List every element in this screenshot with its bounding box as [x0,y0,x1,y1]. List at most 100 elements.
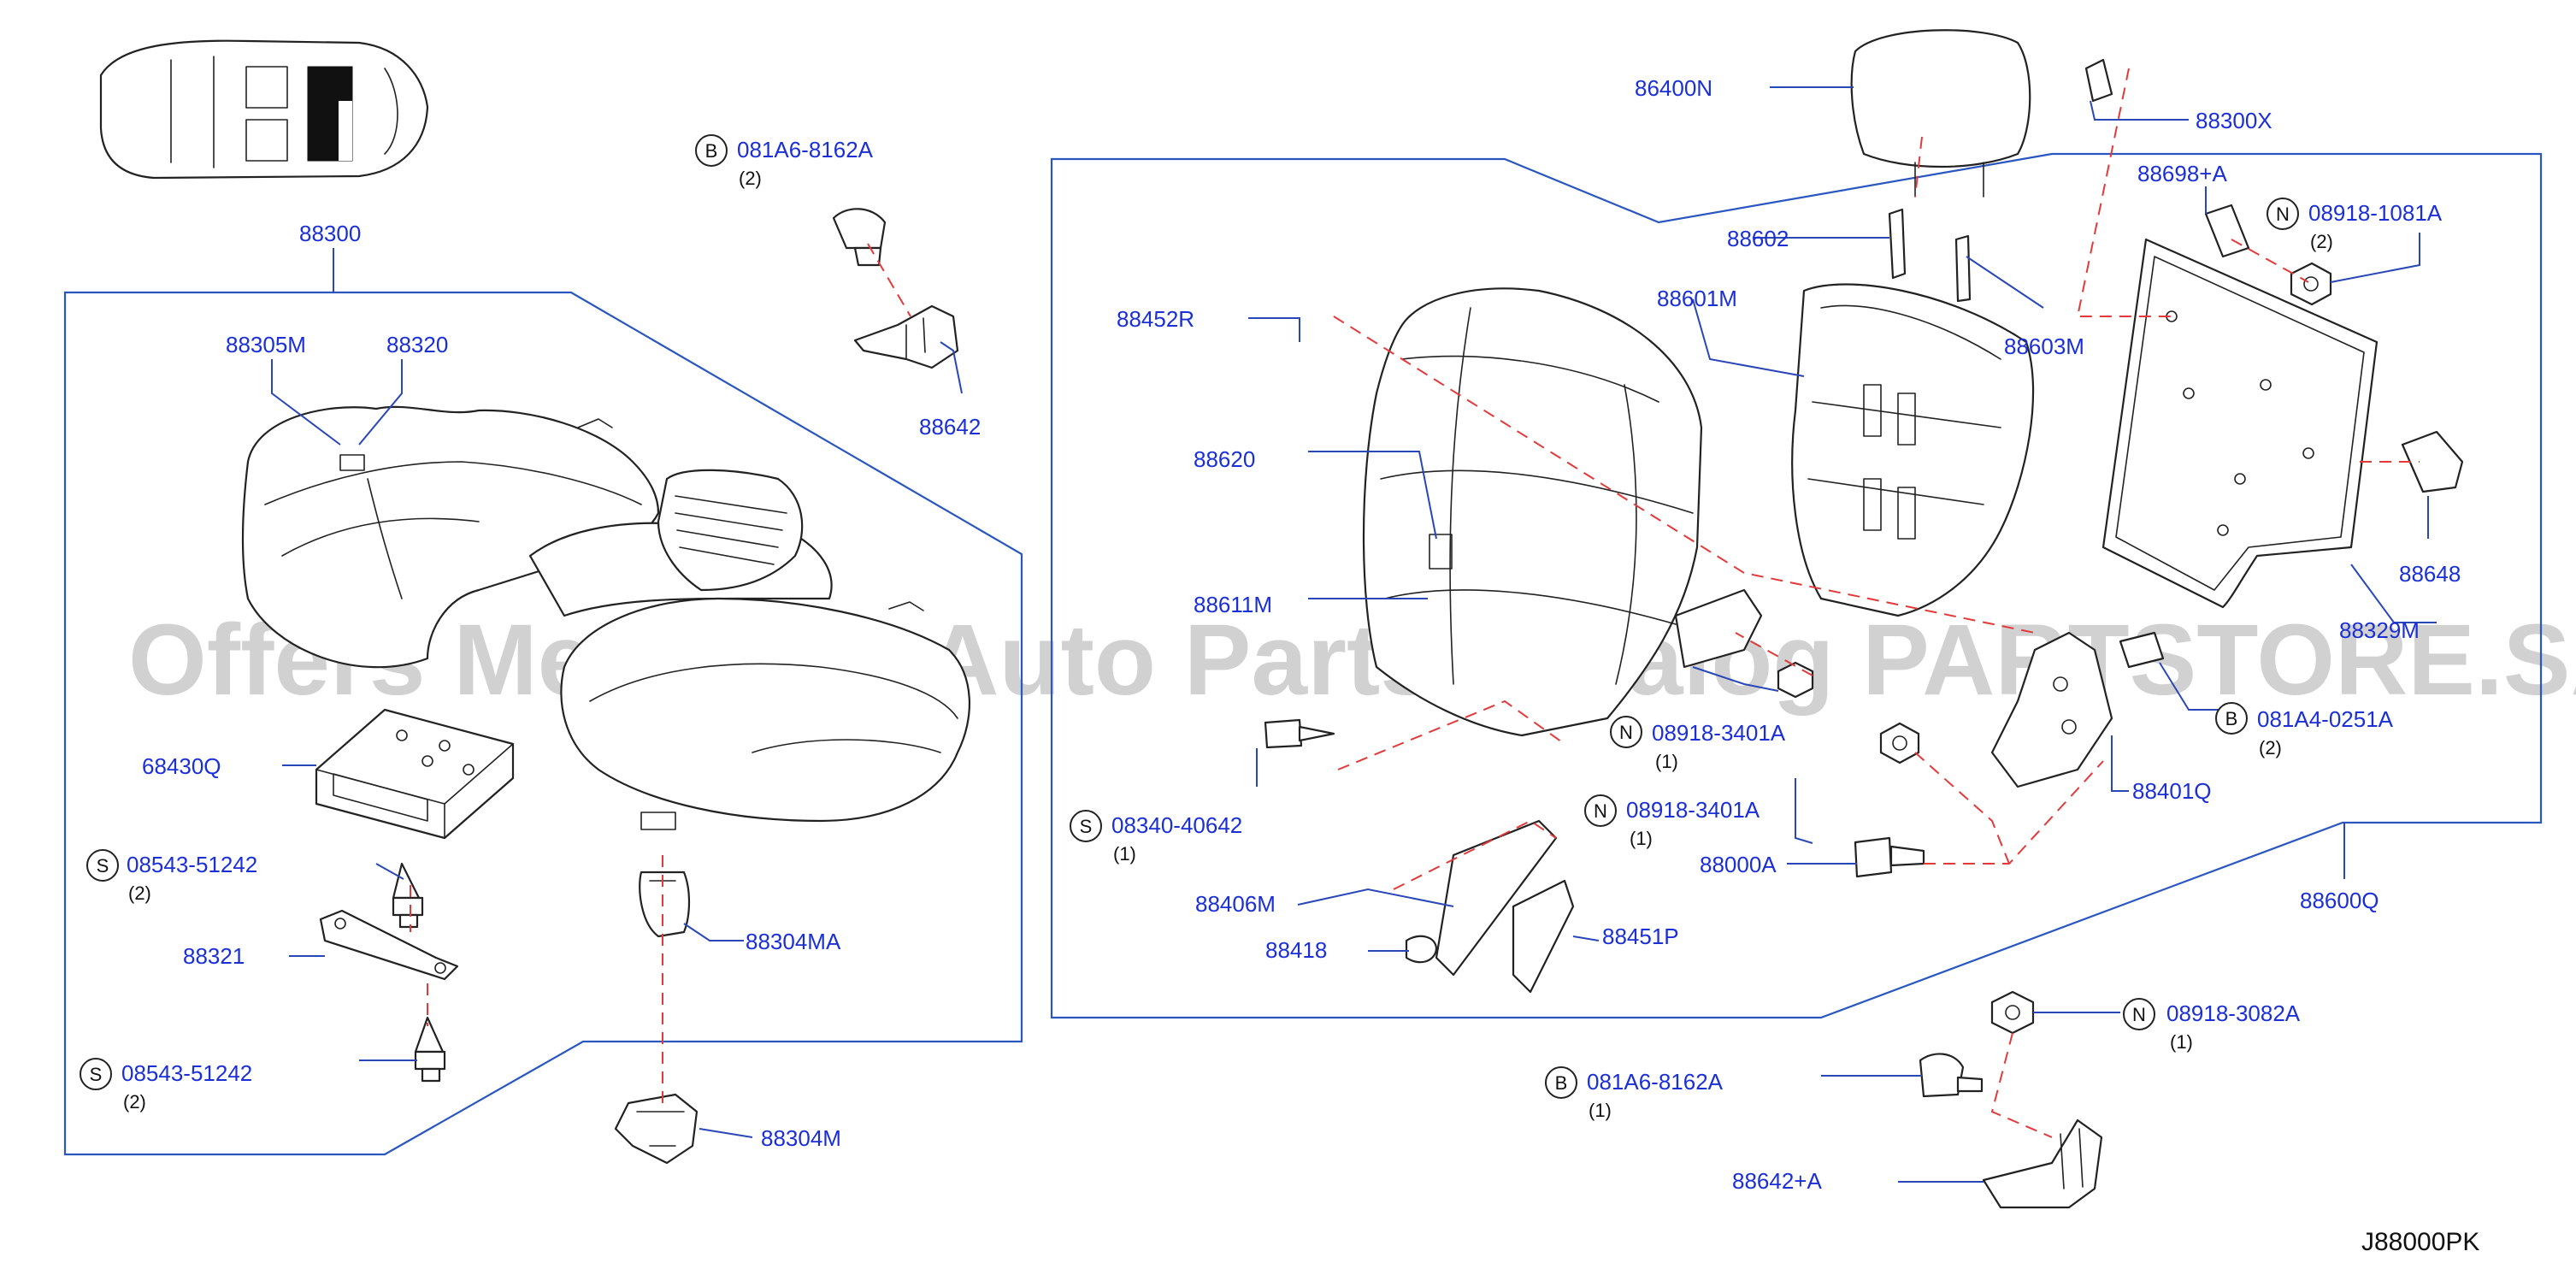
clip-88300X [2084,58,2113,103]
label-08543-upper[interactable]: 08543-51242 [127,852,257,877]
cap-88418 [1405,935,1438,964]
guide-88602 [1888,208,1907,280]
label-88611M[interactable]: 88611M [1194,592,1272,617]
hook-88304MA [639,871,691,938]
frame-88600Q [1050,152,2543,1019]
label-081A6-top[interactable]: 081A6-8162A [737,137,874,162]
panel-88329M [2101,238,2379,609]
label-88300[interactable]: 88300 [299,221,361,246]
badge-n-08918-3401b: N [1584,794,1617,827]
svg-text:B: B [705,140,718,162]
nut-icon [1777,661,1814,699]
svg-text:S: S [90,1064,103,1085]
qty-08543-upper: (2) [128,882,151,904]
label-88329M[interactable]: 88329M [2339,617,2420,643]
nut-icon [2290,262,2332,306]
label-88300X[interactable]: 88300X [2196,108,2272,133]
car-locator-icon [99,39,429,180]
label-88000A[interactable]: 88000A [1700,852,1777,877]
bracket-88401Q [1990,631,2113,788]
label-88418[interactable]: 88418 [1265,937,1327,963]
frame-88601M [1791,283,2035,617]
cover-88451P [1512,879,1575,994]
label-88406M[interactable]: 88406M [1195,891,1276,917]
hook-88304M [614,1093,699,1165]
label-88601M[interactable]: 88601M [1657,286,1737,311]
watermark: Offers Merchant Auto Parts Catalog PARTS… [128,604,2576,717]
diagram-code: J88000PK [2361,1228,2479,1256]
label-08918-3401A-upper[interactable]: 08918-3401A [1652,720,1786,746]
headrest-86400N [1850,29,2031,198]
label-88648[interactable]: 88648 [2399,561,2461,587]
label-08543-lower[interactable]: 08543-51242 [121,1060,252,1086]
label-68430Q[interactable]: 68430Q [142,753,221,779]
badge-b-081A6a: B [695,134,728,167]
svg-text:N: N [2276,204,2290,225]
badge-s-08543a: S [86,849,119,882]
svg-text:S: S [1080,816,1093,837]
qty-08918-3082A: (1) [2170,1031,2193,1053]
bolt-icon [2119,631,2165,669]
badge-b-081A4: B [2215,702,2248,735]
nut-icon [1879,722,1920,764]
svg-text:N: N [2132,1004,2146,1025]
badge-n-08918-1081: N [2267,198,2299,230]
clip-88698A [2204,204,2250,258]
bolt-icon [832,208,887,267]
qty-081A6-bottom: (1) [1589,1100,1612,1121]
clip-icon [414,1016,446,1083]
part-labels: 88300 88305M 88320 68430Q 08543-51242 (2… [121,75,2461,1194]
label-88603M[interactable]: 88603M [2004,333,2084,359]
bracket-88642 [853,304,959,369]
label-88401Q[interactable]: 88401Q [2132,778,2212,804]
label-88642[interactable]: 88642 [919,414,981,440]
badge-b-081A6b: B [1545,1066,1577,1099]
label-08918-3082A[interactable]: 08918-3082A [2166,1000,2301,1026]
svg-text:S: S [97,855,109,876]
label-081A6-bottom[interactable]: 081A6-8162A [1587,1069,1724,1095]
label-88320[interactable]: 88320 [386,332,448,357]
clip-icon [392,862,424,929]
qty-08918-1081A: (2) [2310,231,2333,252]
label-88452R[interactable]: 88452R [1117,306,1194,332]
svg-text:N: N [1619,722,1633,743]
screw-icon [1264,718,1335,749]
badge-n-08918-3082: N [2123,998,2155,1030]
plate-88321 [319,909,459,981]
badge-s-08340: S [1070,810,1102,842]
label-88600Q[interactable]: 88600Q [2300,888,2379,913]
label-88620[interactable]: 88620 [1194,446,1255,472]
label-88304MA[interactable]: 88304MA [746,929,841,954]
label-08918-3401A-lower[interactable]: 08918-3401A [1626,797,1760,823]
nut-icon [1990,990,2035,1035]
svg-text:B: B [2225,708,2238,729]
qty-081A6-top: (2) [739,168,762,189]
badge-n-08918-3401a: N [1610,716,1642,748]
qty-08543-lower: (2) [123,1091,146,1113]
label-081A4-0251A[interactable]: 081A4-0251A [2257,706,2394,732]
bolt-icon [1919,1053,1984,1098]
tray-68430Q [315,708,515,840]
label-08918-1081A[interactable]: 08918-1081A [2308,200,2443,226]
label-88321[interactable]: 88321 [183,943,245,969]
seat-cushion-88300 [241,405,970,830]
leader-lines [271,86,2437,1183]
badge-s-08543b: S [80,1058,112,1090]
qty-08918-3401A-upper: (1) [1655,751,1678,772]
label-88698A[interactable]: 88698+A [2137,161,2227,186]
guide-88603M [1954,234,1972,303]
cover-88406M [1435,819,1558,977]
label-88602[interactable]: 88602 [1727,226,1789,251]
label-88451P[interactable]: 88451P [1602,924,1679,949]
label-88305M[interactable]: 88305M [226,332,306,357]
label-88642A[interactable]: 88642+A [1732,1168,1822,1194]
label-08340-40642[interactable]: 08340-40642 [1111,812,1242,838]
qty-08340-40642: (1) [1113,843,1136,865]
bracket-88642A [1982,1118,2103,1209]
clip-88648 [2401,430,2464,493]
bolt-icon [1854,836,1925,878]
label-88304M[interactable]: 88304M [761,1125,841,1151]
label-86400N[interactable]: 86400N [1635,75,1712,101]
qty-081A4-0251A: (2) [2259,737,2282,758]
hinge-left [1674,588,1763,669]
